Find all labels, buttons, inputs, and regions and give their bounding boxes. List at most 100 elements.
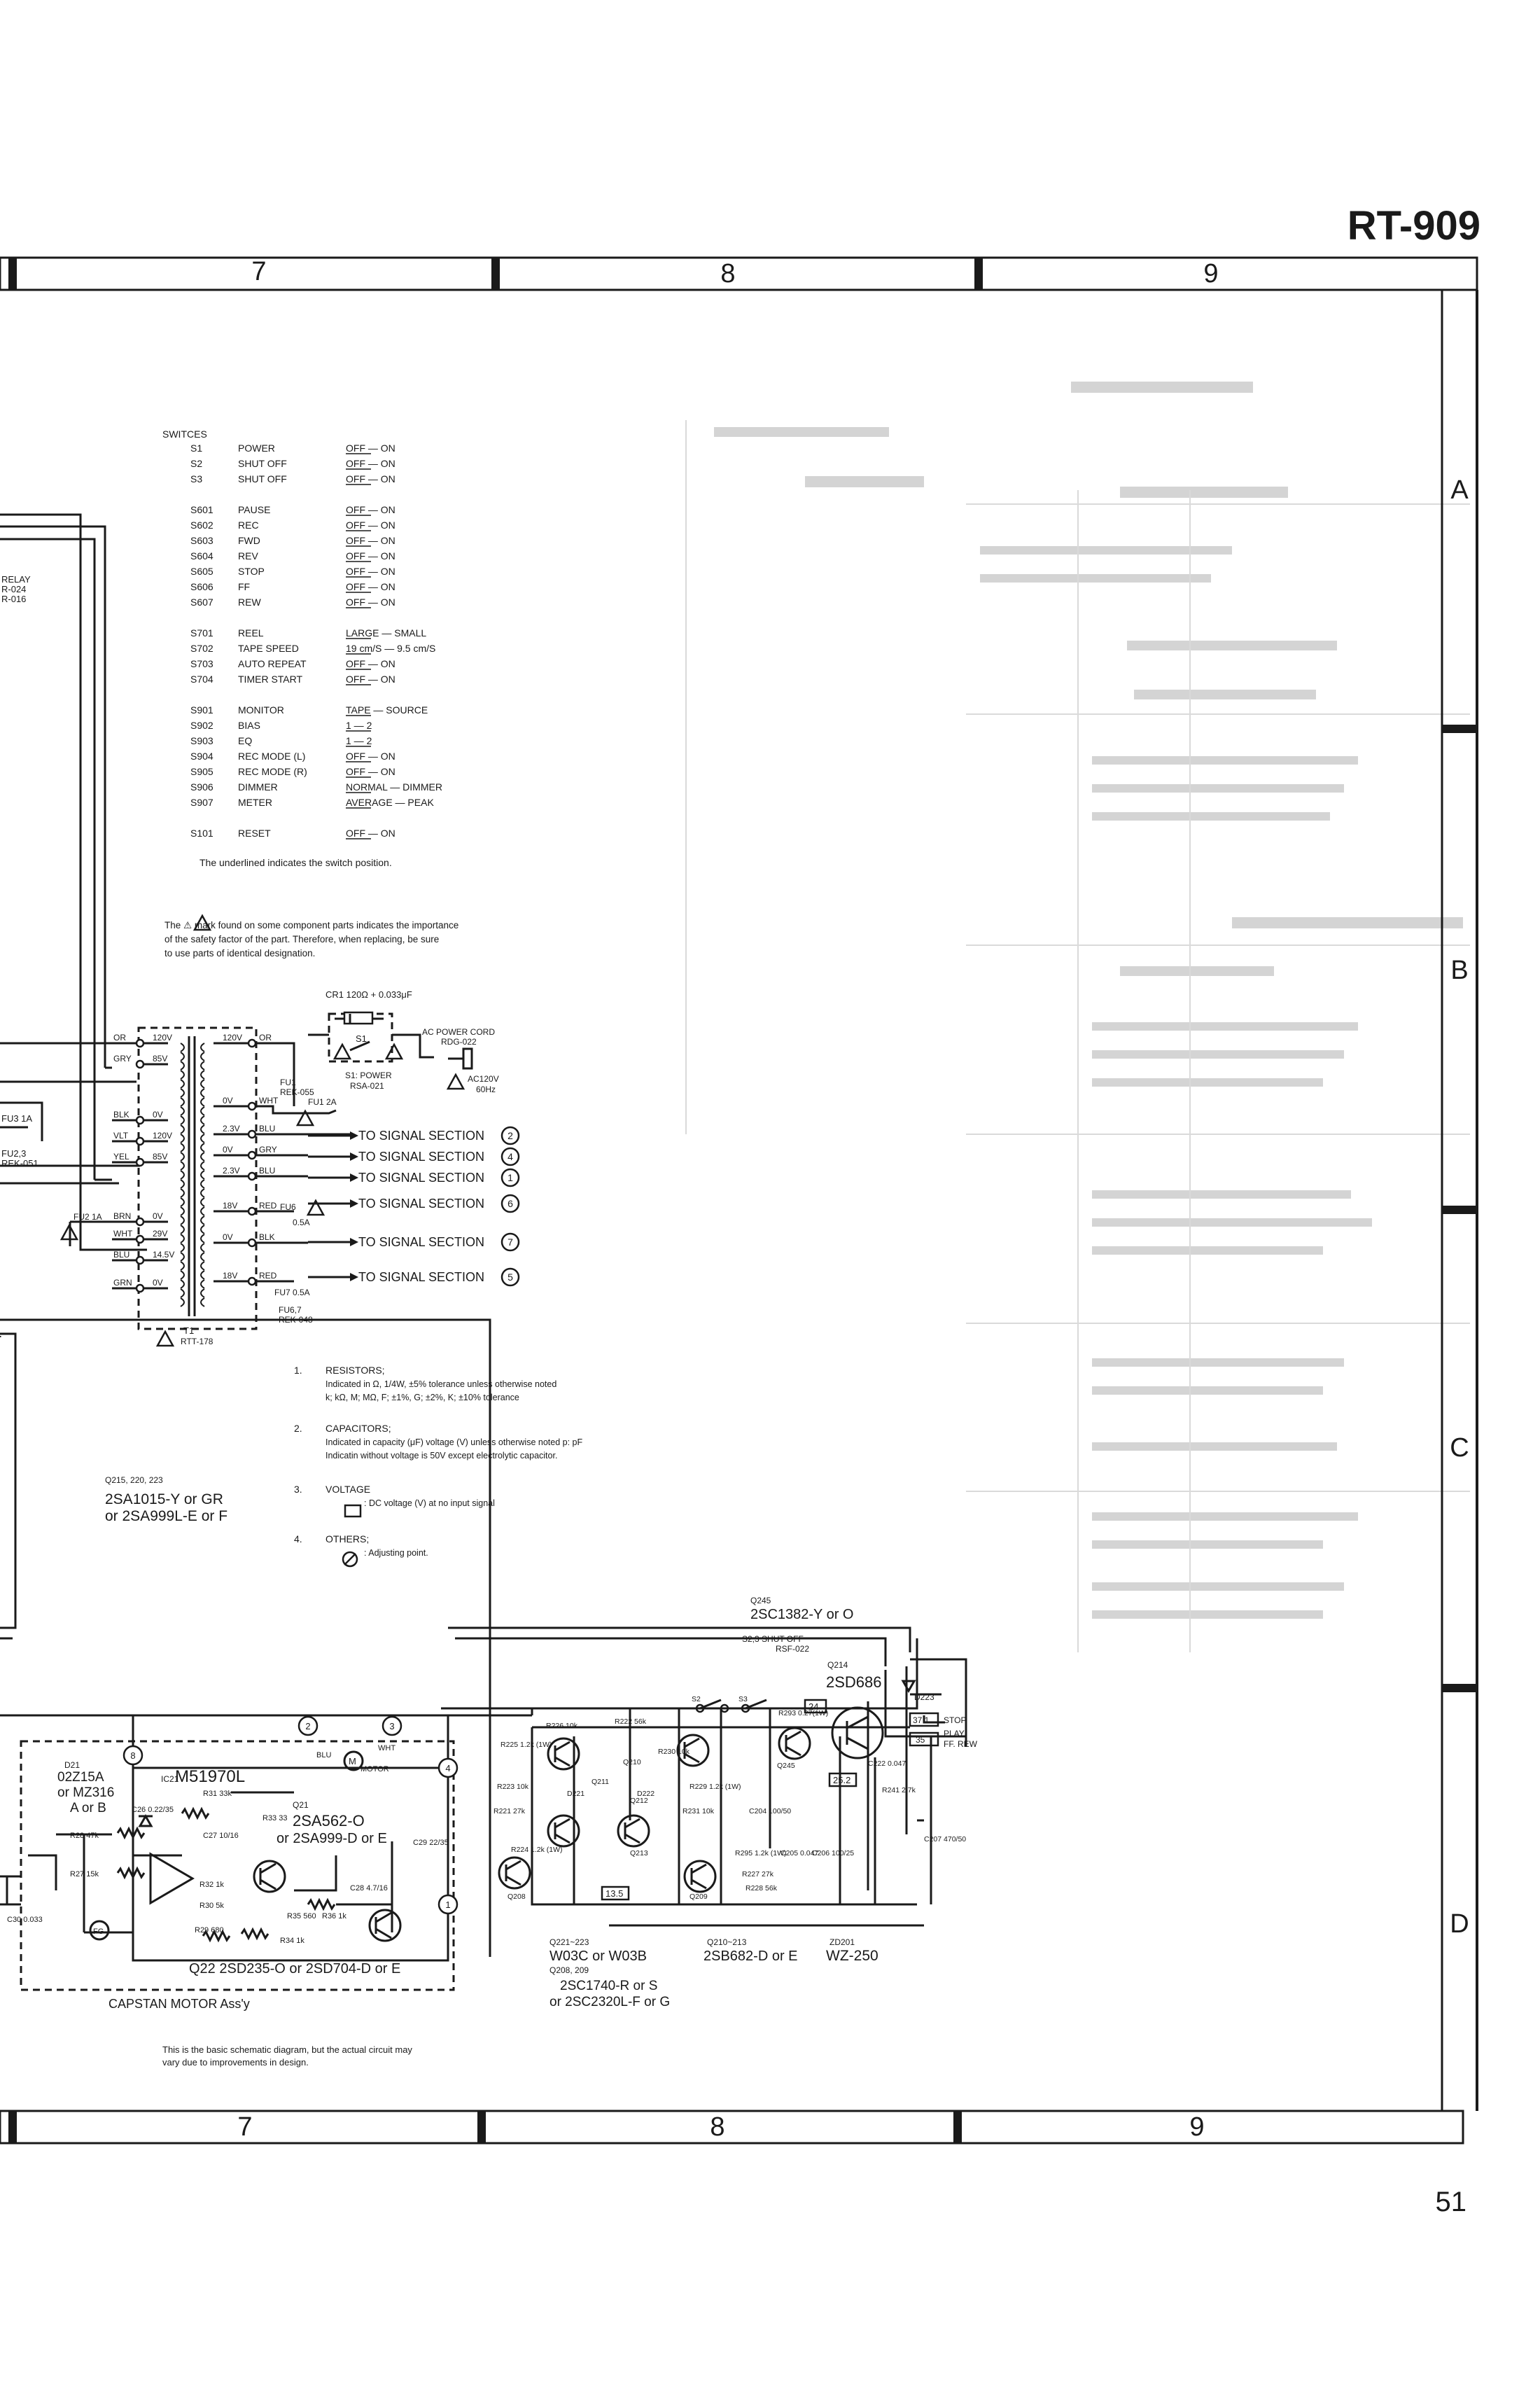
primary-coil-icon <box>180 1261 185 1271</box>
control-component-label: D221 <box>567 1790 584 1798</box>
control-component-label: R228 56k <box>746 1884 778 1892</box>
relay-part: R-016 <box>1 594 26 604</box>
primary-coil-icon <box>180 1143 185 1152</box>
net-node-badge <box>122 1745 144 1766</box>
q208-part: or 2SC2320L-F or G <box>550 1995 670 2009</box>
switch-ref: S906 <box>190 781 214 793</box>
tap-terminal-icon <box>135 1283 145 1293</box>
transformer-label: T1 <box>183 1325 194 1336</box>
capstan-component-label: C27 10/16 <box>203 1832 239 1840</box>
section-number-badge <box>500 1147 520 1166</box>
control-component-label: Q212 <box>630 1797 648 1805</box>
transistor-q211-icon <box>547 1737 580 1771</box>
fu2-part: FU2,3 <box>1 1148 26 1159</box>
tap-terminal-icon <box>135 1255 145 1265</box>
secondary-tap-voltage: 0V <box>223 1096 233 1106</box>
primary-coil-icon <box>180 1088 185 1098</box>
capstan-component-label: R31 33k <box>203 1790 232 1798</box>
q245-ref: Q245 <box>750 1596 771 1605</box>
signal-section-label: TO SIGNAL SECTION <box>358 1235 484 1249</box>
capstan-component-label: FG <box>93 1928 104 1936</box>
secondary-wire-color: RED <box>259 1271 277 1281</box>
q22-part: Q22 2SD235-O or 2SD704-D or E <box>189 1961 400 1977</box>
arrow-right-icon <box>350 1131 358 1140</box>
primary-coil-icon <box>180 1206 185 1216</box>
voltage-symbol-icon <box>344 1504 362 1518</box>
s1-part: S1: POWER <box>345 1071 392 1080</box>
switch-footnote: The underlined indicates the switch posi… <box>200 857 392 868</box>
section-number: 5 <box>507 1271 513 1283</box>
primary-coil-icon <box>180 1234 185 1243</box>
secondary-tap-voltage: 18V <box>223 1201 237 1211</box>
note-number: 2. <box>294 1423 302 1434</box>
secondary-coil-icon <box>200 1152 205 1162</box>
zd201-ref: ZD201 <box>830 1937 855 1947</box>
q214-ref: Q214 <box>827 1660 848 1670</box>
secondary-tap-voltage: 0V <box>223 1145 233 1155</box>
capstan-component-label: R34 1k <box>280 1937 304 1945</box>
switch-ref: S601 <box>190 504 214 515</box>
ac-plug-icon <box>448 1047 473 1070</box>
arrow-right-icon <box>350 1238 358 1246</box>
control-component-label: R222 56k <box>615 1717 647 1726</box>
row-label: B <box>1450 956 1468 985</box>
switch-ref: S2 <box>190 458 202 469</box>
warning-triangle-icon <box>306 1199 326 1216</box>
primary-tap-voltage: 85V <box>153 1054 167 1064</box>
switch-name: PAUSE <box>238 504 270 515</box>
fu6-rating: 0.5A <box>293 1218 310 1227</box>
control-component-label: R230 10k <box>658 1748 690 1756</box>
capstan-component-label: R30 5k <box>200 1902 224 1910</box>
section-number: 6 <box>507 1198 513 1209</box>
control-component-label: R241 2.7k <box>882 1786 916 1794</box>
secondary-coil-icon <box>200 1288 205 1298</box>
switch-ref: S604 <box>190 550 214 562</box>
section-number-badge <box>500 1267 520 1287</box>
secondary-coil-icon <box>200 1052 205 1061</box>
secondary-coil-icon <box>200 1134 205 1143</box>
stop-voltage: 37.1 <box>913 1715 930 1725</box>
general-notes: 1.RESISTORS;Indicated in Ω, 1/4W, ±5% to… <box>294 1365 582 1558</box>
tap-terminal-icon <box>247 1276 257 1286</box>
switch-name: SHUT OFF <box>238 473 287 485</box>
capstan-motor-assembly: Q215, 220, 223 2SA1015-Y or GR or 2SA999… <box>0 1475 455 2011</box>
transistor-q212-icon <box>617 1814 650 1848</box>
switch-ref: S3 <box>190 473 202 485</box>
arrow-right-icon <box>350 1273 358 1281</box>
fu1-part: REK-055 <box>280 1087 314 1097</box>
secondary-tap-voltage: 120V <box>223 1033 242 1043</box>
bleed-through-background <box>685 382 1470 1652</box>
note-text: Indicated in capacity (μF) voltage (V) u… <box>326 1437 582 1447</box>
d21-part: 02Z15A <box>57 1770 104 1785</box>
warning-triangle-icon <box>332 1043 352 1060</box>
capstan-component-label: R33 33 <box>262 1814 287 1822</box>
warning-triangle-icon <box>384 1043 404 1060</box>
primary-coil-icon <box>180 1252 185 1262</box>
d21-ref: D21 <box>64 1760 80 1770</box>
control-component-label: C206 100/25 <box>812 1849 854 1857</box>
q210-part: 2SB682-D or E <box>704 1949 798 1964</box>
transistor-q209-icon <box>683 1860 717 1893</box>
primary-coil-icon <box>180 1215 185 1225</box>
stop-label: STOP <box>944 1715 966 1725</box>
secondary-coil-icon <box>200 1279 205 1289</box>
adjusting-point-icon <box>342 1551 358 1568</box>
secondary-coil-icon <box>200 1097 205 1107</box>
switch-ref: S603 <box>190 535 214 546</box>
control-component-label: R224 1.2k (1W) <box>511 1846 563 1854</box>
q208-part: 2SC1740-R or S <box>560 1979 657 1993</box>
switch-name: SHUT OFF <box>238 458 287 469</box>
note-number: 1. <box>294 1365 302 1376</box>
tap-terminal-icon <box>247 1101 257 1111</box>
arrow-right-icon <box>350 1152 358 1161</box>
secondary-coil-icon <box>200 1161 205 1171</box>
row-label: D <box>1450 1909 1469 1939</box>
primary-coil-icon <box>180 1270 185 1280</box>
row-label: A <box>1450 475 1469 505</box>
section-number: 7 <box>507 1236 513 1248</box>
secondary-coil-icon <box>200 1297 205 1307</box>
switch-ref: S101 <box>190 828 214 839</box>
